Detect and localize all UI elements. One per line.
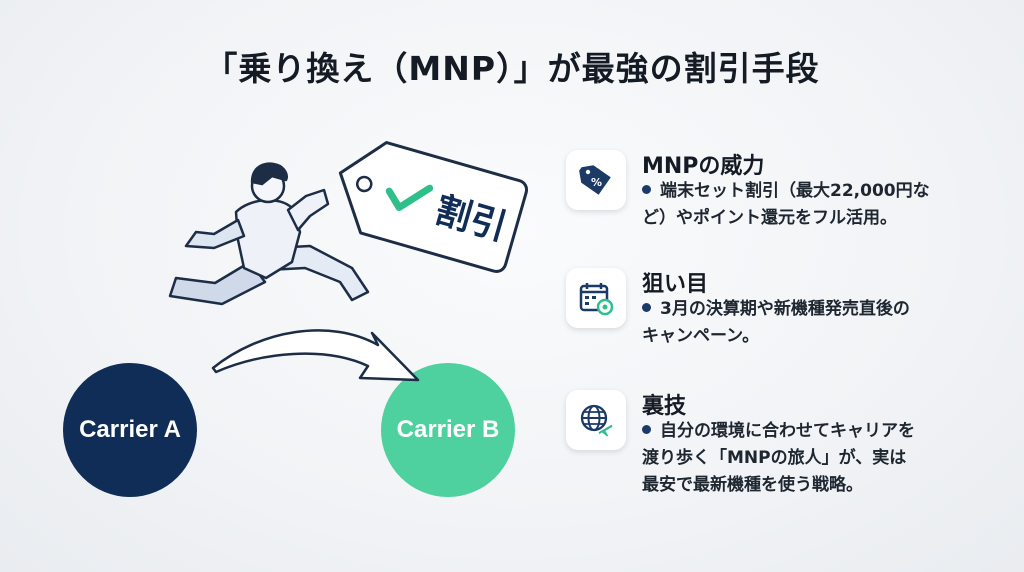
- bullet-icon: [642, 425, 651, 434]
- globe-airplane-icon: [566, 390, 626, 450]
- point-body: 自分の環境に合わせてキャリアを 渡り歩く「MNPの旅人」が、実は 最安で最新機種…: [642, 418, 992, 499]
- point-line: 自分の環境に合わせてキャリアを: [660, 421, 915, 441]
- point-heading: 裏技: [642, 394, 687, 419]
- point-line: 3月の決算期や新機種発売直後の: [660, 299, 910, 319]
- point-heading: MNPの威力: [642, 154, 765, 179]
- point-line: 渡り歩く「MNPの旅人」が、実は: [642, 448, 907, 468]
- calendar-target-icon: [566, 268, 626, 328]
- carrier-b-label: Carrier B: [396, 416, 500, 443]
- discount-tag: 割引: [338, 141, 528, 273]
- point-mnp-power: % MNPの威力 端末セット割引（最大22,000円な ど）やポイント還元をフル…: [566, 150, 996, 260]
- point-line: キャンペーン。: [642, 326, 760, 346]
- switch-arrow-icon: [211, 329, 420, 382]
- check-icon: [385, 184, 434, 212]
- page-title: 「乗り換え（MNP）」が最強の割引手段: [204, 49, 820, 88]
- point-body: 3月の決算期や新機種発売直後の キャンペーン。: [642, 296, 992, 350]
- point-trick: 裏技 自分の環境に合わせてキャリアを 渡り歩く「MNPの旅人」が、実は 最安で最…: [566, 390, 996, 500]
- point-target-timing: 狙い目 3月の決算期や新機種発売直後の キャンペーン。: [566, 268, 996, 378]
- svg-text:%: %: [591, 176, 602, 189]
- running-person-icon: [168, 162, 370, 306]
- point-line: 端末セット割引（最大22,000円な: [660, 181, 930, 201]
- carrier-a-circle: [63, 363, 197, 497]
- bullet-icon: [642, 303, 651, 312]
- price-tag-percent-icon: %: [566, 150, 626, 210]
- carrier-a-label: Carrier A: [79, 416, 181, 443]
- point-body: 端末セット割引（最大22,000円な ど）やポイント還元をフル活用。: [642, 178, 992, 232]
- bullet-icon: [642, 185, 651, 194]
- point-line: 最安で最新機種を使う戦略。: [642, 475, 863, 495]
- point-heading: 狙い目: [642, 272, 709, 297]
- point-line: ど）やポイント還元をフル活用。: [642, 208, 897, 228]
- carrier-b-circle: [381, 363, 515, 497]
